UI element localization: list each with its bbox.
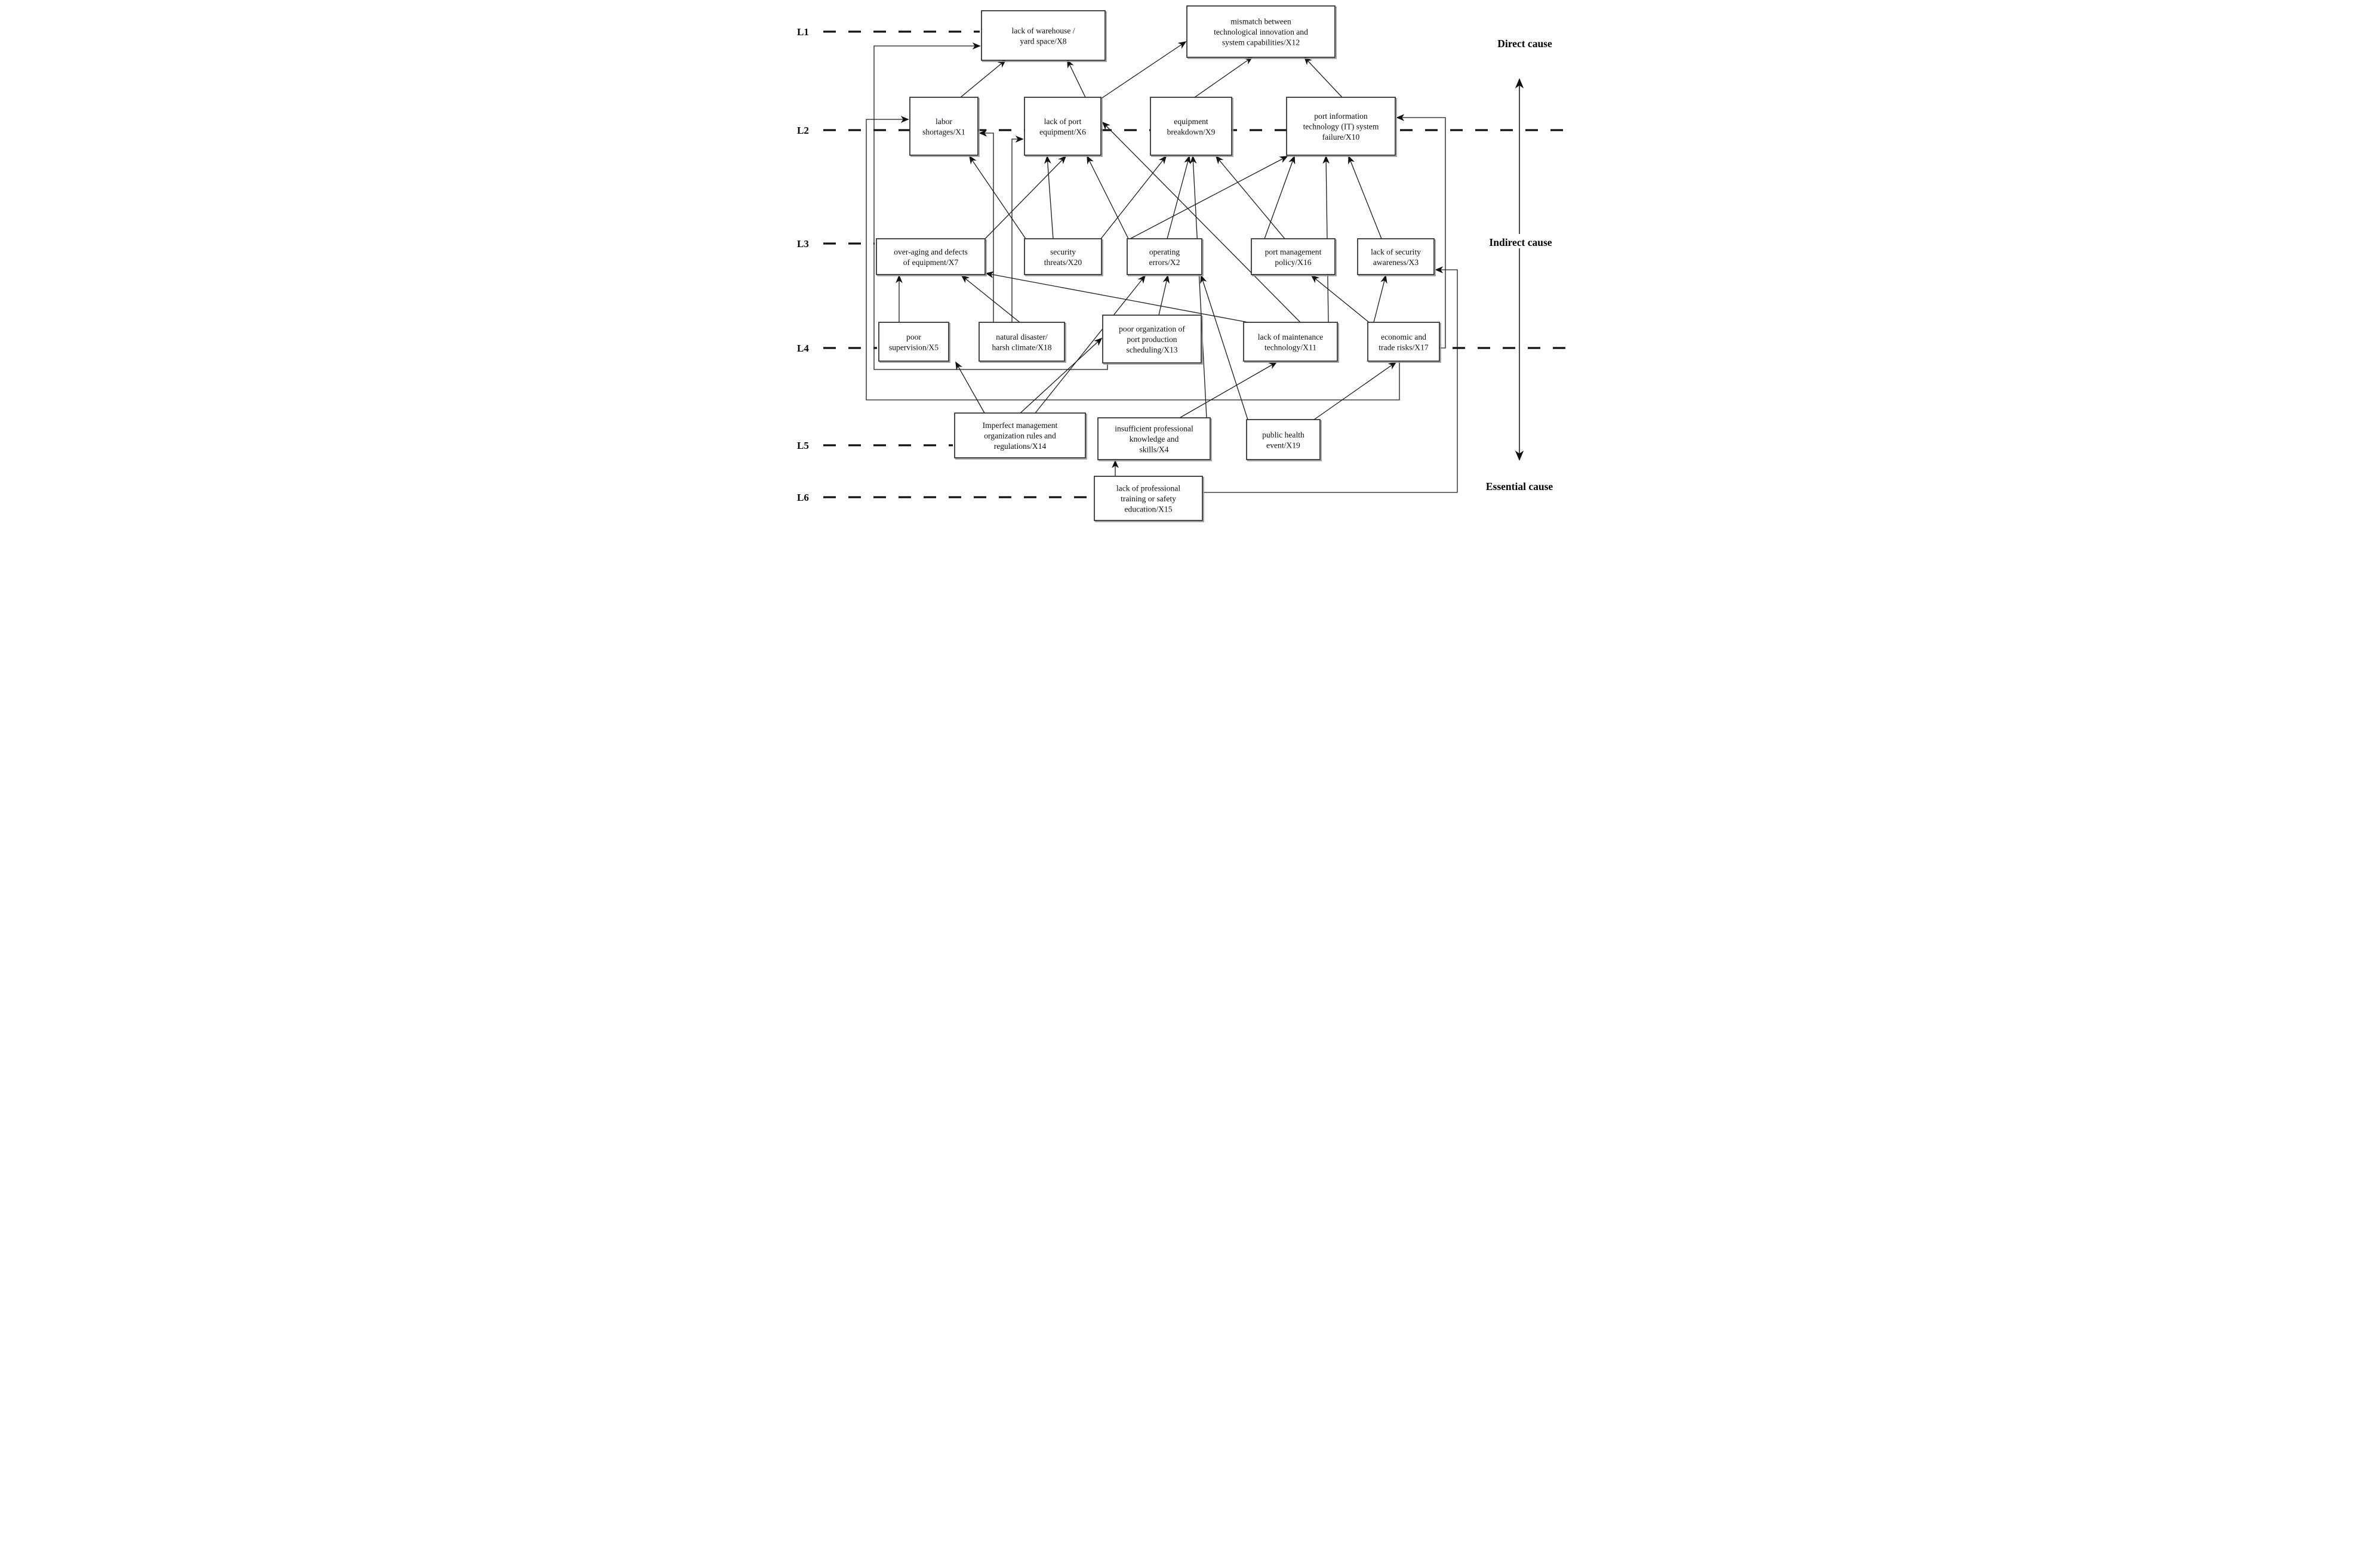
edge-X4-to-X9 [1189,155,1207,418]
edge-X17-to-X16 [1310,275,1370,323]
edge-X20-to-X1 [969,155,1026,239]
edge-X18-to-X1 [979,130,994,322]
level-label-L5: L5 [797,440,809,451]
edge-X11-to-X7 [985,271,1255,324]
edge-X14-to-X5 [955,361,985,414]
cause-label-bg-direct [1482,35,1568,50]
node-X6 [1024,97,1102,156]
node-X13 [1102,315,1202,363]
cause-label-bg-essential [1476,478,1562,492]
node-X9 [1150,97,1232,156]
node-X16 [1251,238,1336,275]
edge-X7-to-X6 [984,155,1067,239]
diagram-canvas: lack of warehouse /yard space/X8 mismatch… [797,5,1574,522]
cause-label-essential: Essential cause [1486,480,1553,492]
edge-X11-to-X6 [1102,121,1301,323]
edge-X9-to-X12 [1194,56,1253,98]
edge-X16-to-X9 [1215,155,1285,239]
edge-X2-to-X10 [1130,156,1288,239]
edge-X13-to-X2 [1158,275,1170,316]
edge-X2-to-X6 [1087,155,1129,239]
edge-X17-to-X3 [1373,275,1387,323]
level-dashed-lines [823,30,1574,498]
node-X17 [1367,322,1440,362]
edge-X10-to-X12 [1303,56,1343,98]
level-label-L1: L1 [797,26,809,38]
edge-X16-to-X10 [1264,155,1296,239]
node-X2 [1127,238,1202,275]
edge-X18-to-X6 [1011,135,1024,322]
edge-X20-to-X6 [1044,155,1054,239]
node-X11 [1243,322,1338,362]
node-X4 [1097,417,1211,460]
node-X8 [981,10,1106,61]
edge-X19-to-X17 [1313,361,1397,420]
edge-X6-to-X8 [1067,59,1086,98]
edge-X6-to-X12 [1100,41,1187,100]
level-label-L4: L4 [797,343,809,354]
node-X3 [1357,238,1435,275]
ism-diagram: lack of warehouse /yard space/X8 mismatch… [789,0,1577,523]
edge-X13-to-X8 [873,42,1108,370]
edge-X20-to-X9 [1100,155,1167,239]
edge-X2-to-X9 [1167,155,1191,239]
edge-X1-to-X8 [957,59,1007,100]
cause-label-indirect: Indirect cause [1489,236,1552,248]
node-X1 [909,97,979,156]
node-X20 [1024,238,1102,275]
node-X14 [954,412,1086,458]
edge-X4-to-X11 [1179,362,1278,418]
cause-label-direct: Direct cause [1497,38,1552,50]
edge-X3-to-X10 [1348,155,1382,239]
edge-X17-to-X10 [1396,114,1446,349]
edge-X14-to-X13 [1020,337,1103,414]
level-label-L6: L6 [797,492,809,503]
edge-X19-to-X2 [1200,275,1248,420]
node-X7 [876,238,986,275]
node-label-X18: natural disaster/harsh climate/X18 [992,332,1051,352]
edge-X17-to-X1 [866,116,1400,401]
node-X5 [878,322,949,362]
node-label-X8: lack of warehouse /yard space/X8 [1011,26,1075,46]
node-X15 [1094,476,1203,521]
node-X10 [1286,97,1396,156]
edge-X15-to-X3 [1202,266,1458,493]
level-label-L3: L3 [797,238,809,249]
cause-boxes: lack of warehouse /yard space/X8 mismatch… [876,5,1441,522]
cause-label-bg-indirect [1478,234,1564,248]
arrow-edges [866,41,1458,493]
level-label-L2: L2 [797,125,809,136]
node-X18 [979,322,1065,362]
node-X19 [1246,419,1321,460]
edge-X18-to-X7 [961,275,1020,323]
node-X12 [1186,5,1336,58]
edge-X14-to-X2 [1035,275,1146,414]
